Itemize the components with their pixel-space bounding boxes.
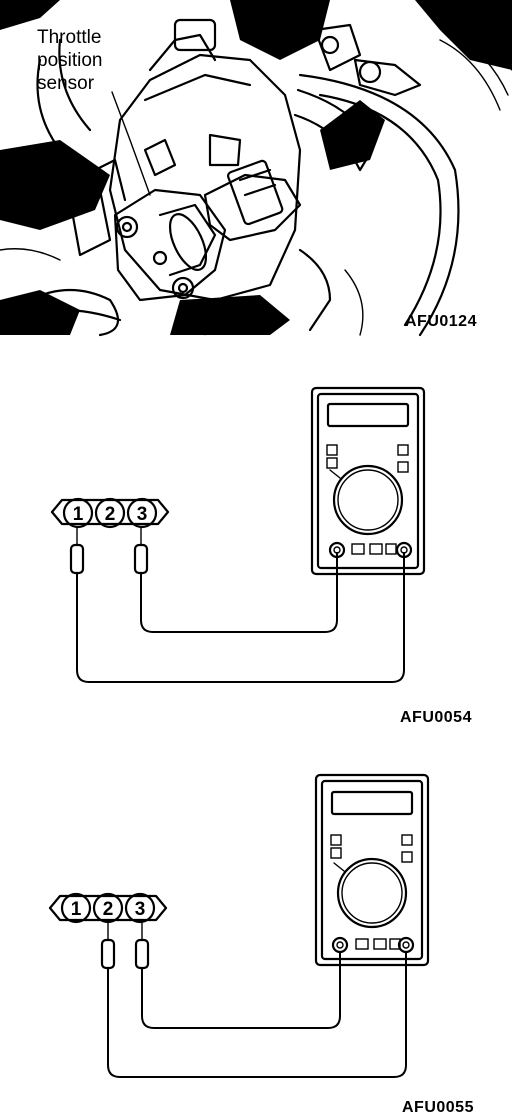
engine-illustration (0, 0, 512, 337)
test-lead (76, 552, 405, 683)
callout-line-2: position (37, 50, 103, 71)
pin-label: 1 (71, 899, 82, 920)
test-diagram-2: 1 2 3 (48, 773, 430, 1078)
multimeter (310, 386, 426, 576)
probe-pin-2 (100, 938, 116, 970)
multimeter (314, 773, 430, 967)
connector: 1 2 3 (50, 497, 170, 529)
pin-label: 2 (105, 504, 116, 525)
pin-label: 3 (137, 504, 148, 525)
figure-code-3: AFU0055 (402, 1099, 474, 1116)
figure-code-1: AFU0124 (405, 313, 477, 330)
callout-leader (111, 91, 151, 196)
probe-pin-3 (133, 543, 149, 575)
callout-line-1: Throttle (37, 27, 101, 48)
test-diagram-1: 1 2 3 (50, 386, 426, 683)
test-lead (140, 552, 338, 633)
pin-label: 3 (135, 899, 146, 920)
probe-pin-3 (134, 938, 150, 970)
figure-code-2: AFU0054 (400, 709, 472, 726)
probe-pin-1 (69, 543, 85, 575)
test-lead (107, 952, 407, 1078)
pin-label: 1 (73, 504, 84, 525)
callout-line-3: sensor (37, 73, 95, 94)
test-lead (141, 952, 341, 1029)
pin-label: 2 (103, 899, 114, 920)
connector: 1 2 3 (48, 892, 168, 924)
